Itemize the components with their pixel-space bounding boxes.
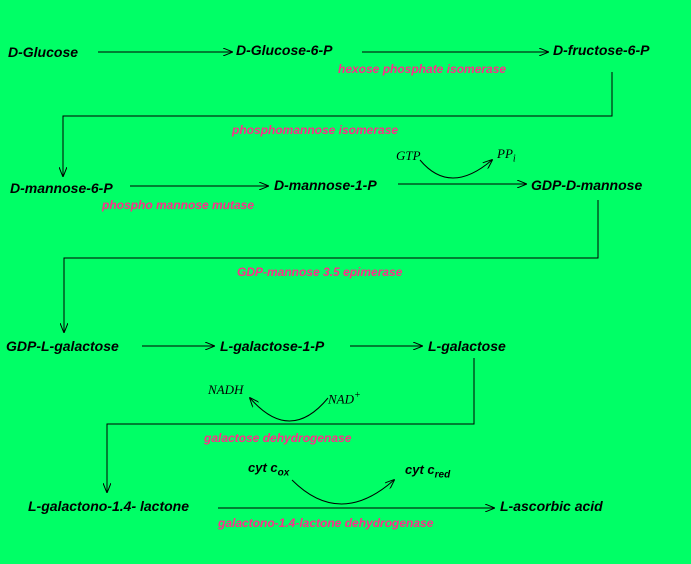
- node-d-glucose-6-p: D-Glucose-6-P: [236, 42, 333, 58]
- node-d-fructose-6-p: D-fructose-6-P: [553, 42, 650, 58]
- enzyme-hexose-phosphate-isomerase: hexose phosphate isomerase: [338, 62, 507, 76]
- enzyme-gdp-mannose-epimerase: GDP-mannose 3.5 epimerase: [237, 265, 403, 279]
- cofactor-cyt-c-ox-main: cyt c: [248, 460, 278, 475]
- enzyme-phosphomannose-isomerase: phosphomannose isomerase: [232, 123, 399, 137]
- cofactor-cyt-c-red-sub: red: [434, 469, 451, 481]
- node-gdp-l-galactose: GDP-L-galactose: [6, 338, 119, 354]
- cofactor-cyt-c-red-main: cyt c: [405, 462, 435, 477]
- arrow-gtp-to-ppi: [419, 160, 492, 179]
- enzyme-phospho-mannose-mutase: phospho mannose mutase: [102, 198, 255, 212]
- arrow-cytox-to-cytred: [291, 480, 394, 505]
- cofactor-nad-main: NAD: [328, 391, 354, 407]
- cofactor-nad-sup: +: [354, 390, 361, 401]
- arrow-gdp-mannose-to-gdp-galactose: [64, 200, 599, 332]
- node-gdp-d-mannose: GDP-D-mannose: [531, 177, 643, 193]
- node-d-mannose-1-p: D-mannose-1-P: [274, 177, 377, 193]
- cofactor-ppi-sub: i: [512, 153, 516, 165]
- enzyme-galactono-lactone-dehydrogenase: galactono-1.4-lactone dehydrogenase: [218, 516, 434, 530]
- arrow-lgal-to-lactone: [107, 358, 475, 492]
- arrow-nad-to-nadh: [250, 398, 329, 422]
- arrow-f6p-to-m6p: [63, 72, 613, 176]
- node-d-glucose: D-Glucose: [8, 44, 79, 60]
- cofactor-cyt-c-ox: cyt cox: [248, 460, 289, 481]
- cofactor-ppi: PPi: [497, 146, 516, 167]
- node-l-galactose-1-p: L-galactose-1-P: [220, 338, 325, 354]
- node-l-galactono-lactone: L-galactono-1.4- lactone: [28, 498, 190, 514]
- cofactor-nadh: NADH: [208, 382, 244, 397]
- cofactor-cyt-c-ox-sub: ox: [277, 467, 290, 479]
- node-l-ascorbic-acid: L-ascorbic acid: [500, 498, 603, 514]
- node-l-galactose: L-galactose: [428, 338, 506, 354]
- enzyme-galactose-dehydrogenase: galactose dehydrogenase: [204, 431, 352, 445]
- cofactor-ppi-main: PP: [497, 146, 513, 161]
- cofactor-gtp: GTP: [396, 148, 421, 163]
- cofactor-nad: NAD+: [328, 388, 361, 406]
- cofactor-cyt-c-red: cyt cred: [405, 462, 450, 483]
- node-d-mannose-6-p: D-mannose-6-P: [10, 180, 113, 196]
